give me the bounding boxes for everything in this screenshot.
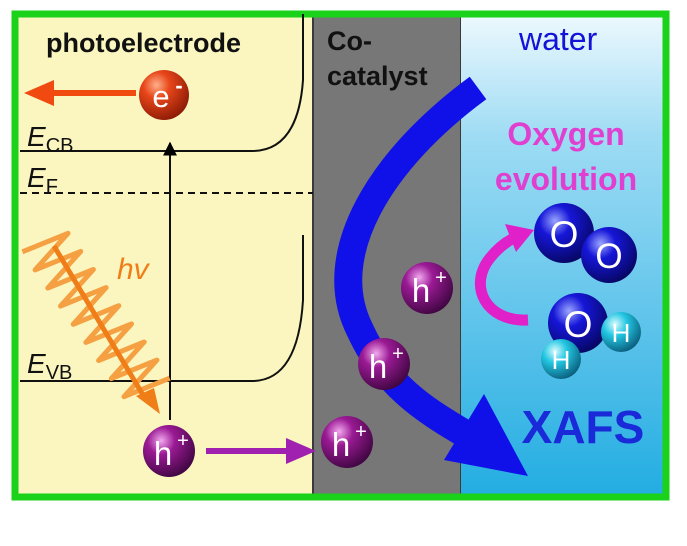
hole-symbol: h	[154, 435, 172, 472]
cocatalyst-label-line2: catalyst	[327, 61, 428, 91]
hole-symbol: h	[369, 348, 387, 385]
electron-charge: -	[175, 73, 182, 98]
hole-interface: h +	[401, 262, 453, 314]
evb-label: EVB	[27, 348, 72, 384]
electron-symbol: e	[152, 79, 169, 114]
hole-transfer-arrow-head	[286, 438, 316, 464]
ef-main: E	[27, 162, 46, 193]
reaction-title-line1: Oxygen	[507, 116, 624, 152]
reaction-title-line2: evolution	[495, 161, 637, 197]
hole-cocatalyst-middle: h +	[358, 338, 410, 390]
electron-particle: e -	[139, 70, 189, 120]
cocatalyst-label-line1: Co-	[327, 26, 372, 56]
hydrogen-atom	[601, 312, 641, 352]
ecb-sub: CB	[46, 135, 74, 157]
evb-sub: VB	[46, 362, 73, 384]
hole-photoelectrode: h +	[143, 425, 195, 477]
hole-charge: +	[355, 421, 367, 443]
photon-arrow-head	[136, 388, 160, 414]
photon-arrow-shaft	[51, 244, 149, 402]
oxygen-molecule: O O	[534, 203, 637, 283]
hole-charge: +	[392, 343, 404, 365]
hole-charge: +	[435, 267, 447, 289]
hydrogen-atom	[541, 339, 581, 379]
photon-label: hv	[117, 253, 151, 286]
water-oxygen-label: O	[564, 304, 593, 345]
water-molecule: O H H	[541, 293, 641, 379]
reaction-arrow-shaft	[474, 233, 529, 326]
electron-arrow-head	[24, 80, 54, 106]
evb-main: E	[27, 348, 46, 379]
valence-band-line	[20, 235, 304, 382]
hole-symbol: h	[412, 272, 430, 309]
hydrogen-atom-label: H	[612, 318, 631, 348]
ecb-label: ECB	[27, 121, 73, 157]
photoelectrode-label: photoelectrode	[46, 28, 241, 58]
hole-symbol: h	[332, 426, 350, 463]
oxygen-atom	[534, 203, 594, 263]
oxygen-atom-label: O	[550, 214, 579, 255]
ecb-main: E	[27, 121, 46, 152]
reaction-arrow-head	[505, 224, 534, 252]
oxygen-atom-label: O	[595, 237, 622, 276]
diagram-frame	[11, 10, 670, 501]
ef-label: EF	[27, 162, 58, 198]
conduction-band-line	[20, 14, 304, 152]
flow-arrow-head	[444, 394, 528, 476]
hole-charge: +	[177, 430, 189, 452]
water-oxygen-atom	[548, 293, 608, 353]
hydrogen-atom-label: H	[552, 345, 571, 375]
hole-cocatalyst-bottom: h +	[321, 416, 373, 468]
oxygen-atom	[581, 227, 637, 283]
flow-arrow-shaft	[334, 76, 487, 445]
xafs-label: XAFS	[522, 401, 645, 453]
water-label: water	[518, 21, 598, 57]
ef-sub: F	[46, 176, 58, 198]
